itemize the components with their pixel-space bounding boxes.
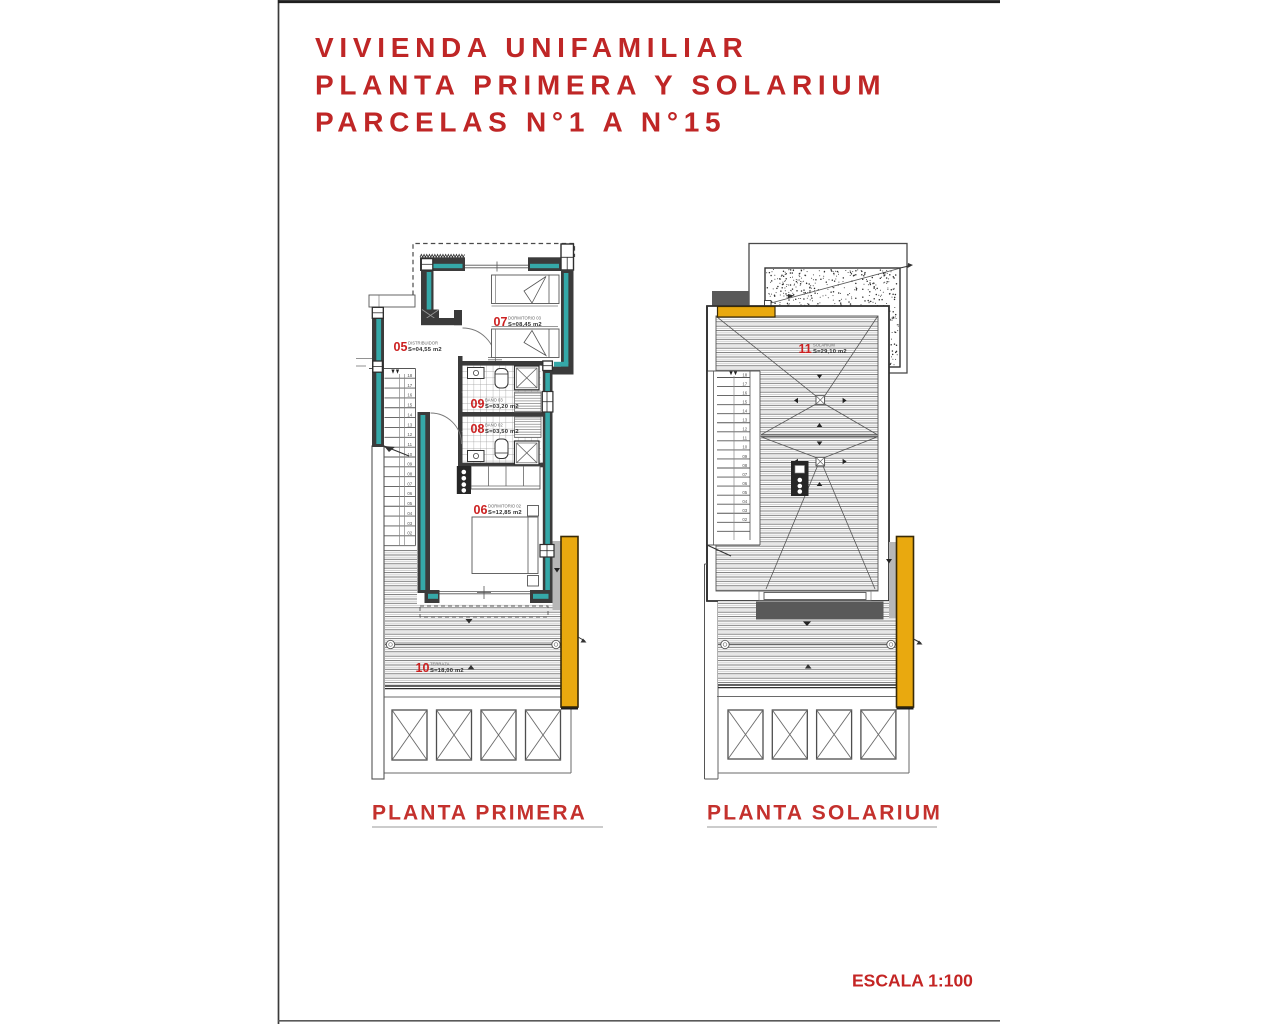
svg-text:07: 07 [742, 472, 747, 477]
svg-text:08: 08 [742, 463, 747, 468]
svg-text:11: 11 [408, 442, 413, 447]
svg-text:12: 12 [407, 432, 412, 437]
svg-text:04: 04 [407, 511, 412, 516]
svg-text:S=03,20 m2: S=03,20 m2 [485, 404, 519, 410]
svg-text:02: 02 [407, 531, 412, 536]
svg-text:08: 08 [407, 472, 412, 477]
svg-text:05: 05 [394, 340, 408, 354]
svg-text:03: 03 [742, 508, 747, 513]
svg-text:03: 03 [407, 521, 412, 526]
svg-text:PLANTA SOLARIUM: PLANTA SOLARIUM [707, 802, 942, 825]
svg-text:BAÑO 03: BAÑO 03 [485, 397, 503, 402]
svg-text:07: 07 [407, 481, 412, 486]
svg-text:10: 10 [742, 445, 747, 450]
svg-text:SOLARIUM: SOLARIUM [813, 342, 835, 347]
svg-text:DISTRIBUIDOR: DISTRIBUIDOR [408, 340, 438, 345]
svg-text:08: 08 [471, 422, 485, 436]
svg-text:VIVIENDA UNIFAMILIAR: VIVIENDA UNIFAMILIAR [315, 32, 748, 63]
svg-text:02: 02 [742, 517, 747, 522]
svg-text:13: 13 [742, 418, 747, 423]
svg-text:05: 05 [407, 501, 412, 506]
svg-text:S=03,50 m2: S=03,50 m2 [485, 429, 519, 435]
svg-text:DORMITORIO 02: DORMITORIO 02 [488, 503, 522, 508]
svg-text:11: 11 [799, 342, 812, 356]
svg-text:06: 06 [742, 481, 747, 486]
svg-text:09: 09 [471, 397, 485, 411]
svg-text:PLANTA PRIMERA Y SOLARIUM: PLANTA PRIMERA Y SOLARIUM [315, 70, 886, 101]
svg-text:PARCELAS N°1 A N°15: PARCELAS N°1 A N°15 [315, 107, 726, 138]
svg-text:16: 16 [407, 393, 412, 398]
svg-text:12: 12 [742, 427, 747, 432]
svg-text:09: 09 [407, 462, 412, 467]
svg-text:10: 10 [407, 452, 412, 457]
svg-text:10: 10 [416, 661, 430, 675]
svg-text:S=08,45 m2: S=08,45 m2 [508, 322, 542, 328]
svg-text:15: 15 [742, 399, 747, 404]
svg-text:13: 13 [407, 422, 412, 427]
svg-text:17: 17 [407, 383, 412, 388]
svg-text:S=12,85 m2: S=12,85 m2 [488, 510, 522, 516]
svg-text:S=29,10 m2: S=29,10 m2 [813, 349, 847, 355]
svg-text:05: 05 [742, 490, 747, 495]
svg-text:18: 18 [407, 373, 412, 378]
svg-text:06: 06 [474, 503, 488, 517]
svg-text:07: 07 [494, 315, 508, 329]
svg-text:14: 14 [407, 412, 412, 417]
svg-text:S=04,55 m2: S=04,55 m2 [408, 347, 442, 353]
svg-text:18: 18 [742, 372, 747, 377]
svg-text:DORMITORIO 03: DORMITORIO 03 [508, 315, 542, 320]
svg-text:09: 09 [742, 454, 747, 459]
svg-text:06: 06 [407, 491, 412, 496]
svg-text:S=18,00 m2: S=18,00 m2 [430, 668, 464, 674]
svg-text:BAÑO 02: BAÑO 02 [485, 422, 503, 427]
svg-text:14: 14 [742, 409, 747, 414]
svg-text:ESCALA 1:100: ESCALA 1:100 [852, 971, 973, 991]
svg-text:11: 11 [743, 436, 748, 441]
svg-text:04: 04 [742, 499, 747, 504]
svg-text:15: 15 [407, 403, 412, 408]
svg-text:PLANTA PRIMERA: PLANTA PRIMERA [372, 802, 587, 825]
svg-text:16: 16 [742, 390, 747, 395]
svg-text:17: 17 [742, 381, 747, 386]
svg-text:TERRAZA: TERRAZA [430, 661, 450, 666]
